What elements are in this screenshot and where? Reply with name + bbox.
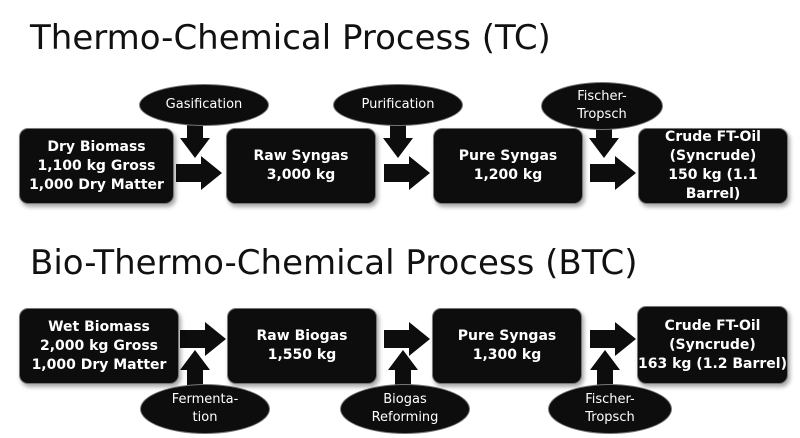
btc-box-wet-biomass-line-2: 2,000 kg Gross — [39, 337, 159, 354]
tc-step-gasification-label: Gasification — [165, 97, 243, 112]
tc-flow-arrow-3 — [590, 156, 636, 190]
btc-box-crude-ft-oil-line-3: 163 kg (1.2 Barrel) — [638, 355, 787, 372]
btc-step-fermentation: Fermenta- tion — [140, 384, 270, 434]
tc-box-dry-biomass-line-1: Dry Biomass — [47, 138, 146, 155]
btc-box-raw-biogas-line-2: 1,550 kg — [267, 347, 337, 363]
btc-flow-arrow-3 — [590, 322, 636, 356]
tc-step-fischer-tropsch: Fischer- Tropsch — [541, 82, 663, 130]
btc-step-biogas-reforming-line-1: Biogas — [383, 392, 427, 407]
btc-step-fermentation-line-2: tion — [192, 410, 218, 425]
tc-flow-arrow-2 — [384, 156, 430, 190]
tc-step-fischer-tropsch-line-2: Tropsch — [577, 107, 627, 122]
tc-box-dry-biomass: Dry Biomass 1,100 kg Gross 1,000 Dry Mat… — [19, 128, 174, 204]
tc-box-dry-biomass-line-3: 1,000 Dry Matter — [29, 176, 164, 193]
btc-step-arrow-2 — [388, 350, 418, 394]
btc-box-wet-biomass-line-1: Wet Biomass — [48, 318, 150, 335]
btc-box-pure-syngas-line-2: 1,300 kg — [472, 347, 542, 363]
tc-box-pure-syngas-line-2: 1,200 kg — [473, 167, 543, 183]
tc-box-dry-biomass-line-2: 1,100 kg Gross — [37, 157, 156, 174]
btc-title: Bio-Thermo-Chemical Process (BTC) — [30, 243, 638, 283]
btc-step-arrow-3 — [590, 350, 620, 394]
tc-step-gasification: Gasification — [139, 84, 269, 126]
btc-box-wet-biomass-line-3: 1,000 Dry Matter — [31, 356, 167, 373]
tc-box-pure-syngas-line-1: Pure Syngas — [458, 148, 558, 164]
btc-box-crude-ft-oil: Crude FT-Oil (Syncrude) 163 kg (1.2 Barr… — [637, 306, 788, 384]
btc-box-raw-biogas: Raw Biogas 1,550 kg — [227, 308, 377, 384]
tc-box-crude-ft-oil: Crude FT-Oil (Syncrude) 150 kg (1.1 Barr… — [638, 128, 788, 204]
btc-box-crude-ft-oil-line-1: Crude FT-Oil — [664, 317, 761, 334]
btc-box-pure-syngas: Pure Syngas 1,300 kg — [432, 308, 582, 384]
btc-flow-arrow-1 — [180, 322, 226, 356]
tc-box-pure-syngas: Pure Syngas 1,200 kg — [433, 128, 583, 204]
tc-step-purification-label: Purification — [361, 97, 435, 112]
btc-step-arrow-1 — [180, 350, 210, 394]
tc-box-raw-syngas: Raw Syngas 3,000 kg — [226, 128, 376, 204]
btc-step-biogas-reforming: Biogas Reforming — [340, 384, 470, 434]
tc-step-fischer-tropsch-line-1: Fischer- — [577, 89, 627, 104]
tc-box-raw-syngas-line-2: 3,000 kg — [266, 167, 336, 183]
tc-box-crude-ft-oil-line-3: 150 kg (1.1 Barrel) — [668, 167, 758, 202]
tc-step-arrow-2 — [383, 116, 413, 158]
btc-step-fischer-tropsch: Fischer- Tropsch — [548, 384, 672, 434]
btc-box-crude-ft-oil-line-2: (Syncrude) — [669, 336, 756, 353]
btc-box-raw-biogas-line-1: Raw Biogas — [256, 328, 348, 344]
tc-box-crude-ft-oil-line-1: Crude FT-Oil — [665, 129, 761, 145]
tc-flow-arrow-1 — [176, 156, 222, 190]
btc-step-fermentation-line-1: Fermenta- — [171, 392, 239, 407]
tc-title: Thermo-Chemical Process (TC) — [30, 18, 551, 58]
btc-flow-arrow-2 — [384, 322, 430, 356]
tc-step-purification: Purification — [333, 84, 463, 126]
tc-box-raw-syngas-line-1: Raw Syngas — [253, 148, 349, 164]
btc-step-biogas-reforming-line-2: Reforming — [371, 410, 439, 425]
btc-box-wet-biomass: Wet Biomass 2,000 kg Gross 1,000 Dry Mat… — [19, 308, 179, 384]
tc-box-crude-ft-oil-line-2: (Syncrude) — [669, 148, 757, 164]
btc-step-fischer-tropsch-line-2: Tropsch — [585, 410, 635, 425]
tc-step-arrow-1 — [180, 116, 210, 158]
btc-step-fischer-tropsch-line-1: Fischer- — [585, 392, 635, 407]
btc-box-pure-syngas-line-1: Pure Syngas — [457, 328, 557, 344]
